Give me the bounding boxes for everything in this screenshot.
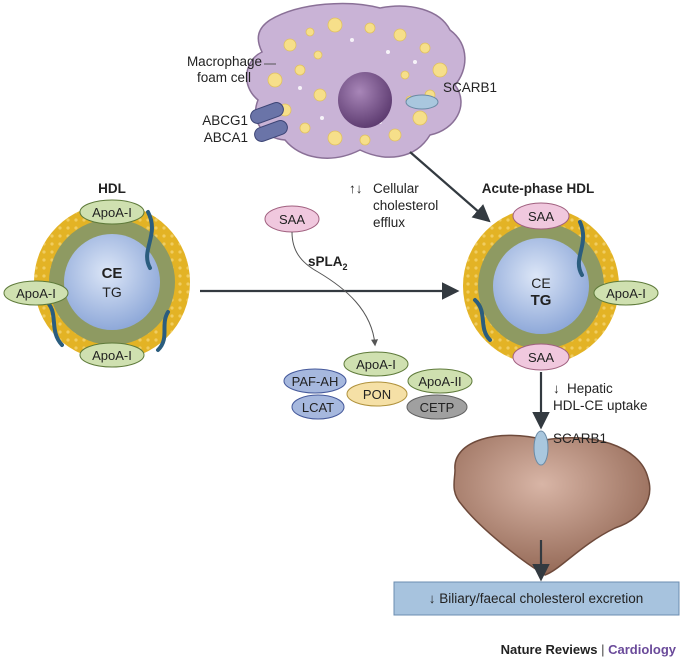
efflux-line1: Cellular xyxy=(373,181,419,196)
svg-text:ApoA-II: ApoA-II xyxy=(418,374,461,389)
acute-hdl-apoa-right: ApoA-I xyxy=(593,280,659,306)
svg-text:ApoA-I: ApoA-I xyxy=(92,205,132,220)
svg-text:ApoA-I: ApoA-I xyxy=(92,348,132,363)
scarb1-liver-label: SCARB1 xyxy=(553,431,607,446)
hepatic-line1: Hepatic xyxy=(567,381,613,396)
efflux-line2: cholesterol xyxy=(373,198,438,213)
scarb1-receptor-macrophage xyxy=(405,94,439,110)
lipid-droplets xyxy=(267,17,448,146)
svg-text:ApoA-I: ApoA-I xyxy=(606,286,646,301)
excretion-label: ↓ Biliary/faecal cholesterol excretion xyxy=(429,591,644,606)
efflux-arrows: ↑↓ xyxy=(349,181,363,196)
svg-text:ApoA-I: ApoA-I xyxy=(356,357,396,372)
svg-text:ApoA-I: ApoA-I xyxy=(16,286,56,301)
acute-hdl-core xyxy=(493,238,589,334)
enzyme-lcat: LCAT xyxy=(291,394,345,420)
macrophage-label-line2: foam cell xyxy=(197,70,251,85)
acute-hdl-ce-label: CE xyxy=(531,275,550,291)
enzyme-apoa1: ApoA-I xyxy=(343,351,409,377)
efflux-line3: efflux xyxy=(373,215,405,230)
scarb1-macrophage-label: SCARB1 xyxy=(443,80,497,95)
svg-text:SAA: SAA xyxy=(279,212,305,227)
efflux-arrow xyxy=(409,151,491,223)
hdl-apoa-top: ApoA-I xyxy=(79,199,145,225)
svg-text:SAA: SAA xyxy=(528,350,554,365)
hdl-tg-label: TG xyxy=(102,284,121,300)
acute-hdl-particle xyxy=(463,208,619,364)
hepatic-arrow: ↓ xyxy=(553,381,560,396)
abc-transporters xyxy=(250,102,288,142)
hepatic-line2: HDL-CE uptake xyxy=(553,398,648,413)
svg-text:PAF-AH: PAF-AH xyxy=(292,374,339,389)
acute-hdl-title: Acute-phase HDL xyxy=(482,181,595,196)
acute-hdl-saa-top: SAA xyxy=(512,202,570,230)
hdl-title: HDL xyxy=(98,181,126,196)
liver xyxy=(453,434,651,576)
nucleus xyxy=(338,72,392,128)
free-saa: SAA xyxy=(264,205,320,233)
hdl-core xyxy=(64,234,160,330)
abcg1-label: ABCG1 xyxy=(202,113,248,128)
abca1-label: ABCA1 xyxy=(204,130,248,145)
hdl-apoa-bottom: ApoA-I xyxy=(79,342,145,368)
excretion-box xyxy=(393,581,680,616)
spla2-curve-arrow xyxy=(291,231,379,347)
hdl-particle xyxy=(34,204,190,360)
svg-text:SAA: SAA xyxy=(528,209,554,224)
spla2-label: sPLA2 xyxy=(308,254,348,272)
journal-credit: Nature Reviews | Cardiology xyxy=(501,642,677,657)
hdl-apoa-left: ApoA-I xyxy=(3,280,69,306)
hdl-ce-label: CE xyxy=(102,265,123,282)
enzyme-pafah: PAF-AH xyxy=(283,368,347,394)
acute-hdl-tg-label: TG xyxy=(531,292,552,309)
svg-text:CETP: CETP xyxy=(420,400,455,415)
macrophage-foam-cell xyxy=(245,2,466,159)
scarb1-receptor-liver xyxy=(533,430,549,466)
macrophage-label-line1: Macrophage xyxy=(187,54,262,69)
enzyme-pon: PON xyxy=(346,381,408,407)
enzyme-apoa2: ApoA-II xyxy=(407,368,473,394)
svg-text:PON: PON xyxy=(363,387,391,402)
enzyme-cetp: CETP xyxy=(406,394,468,420)
svg-text:LCAT: LCAT xyxy=(302,400,334,415)
acute-hdl-saa-bottom: SAA xyxy=(512,343,570,371)
enzyme-cluster: ApoA-I PAF-AH ApoA-II PON LCAT CETP xyxy=(283,351,473,420)
